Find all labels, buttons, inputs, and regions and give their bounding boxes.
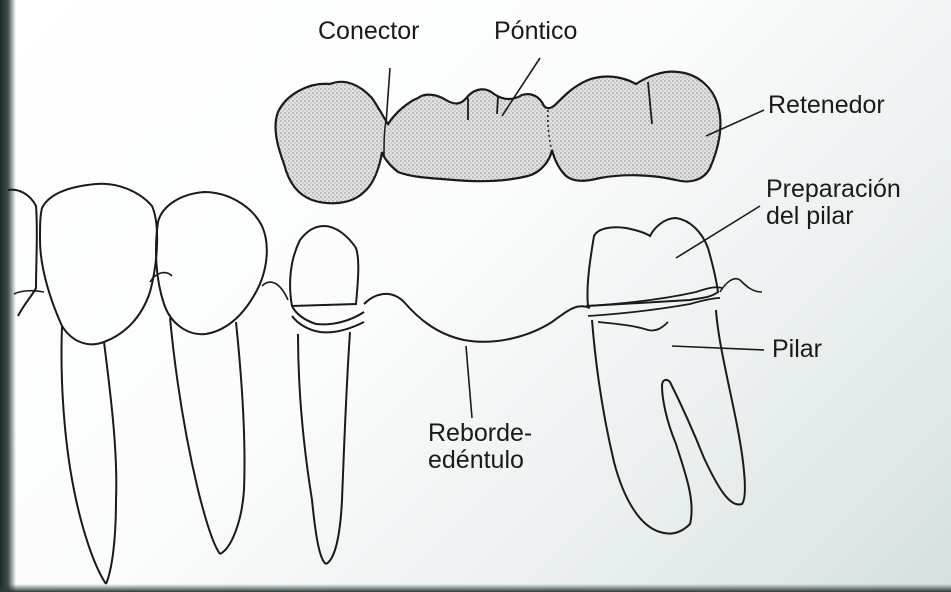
tooth-abutment bbox=[592, 310, 745, 534]
label-abutment-preparation: Preparación del pilar bbox=[766, 176, 901, 230]
tooth-premolar bbox=[156, 192, 267, 554]
gum-line-left bbox=[14, 291, 44, 294]
leader-abutment-prep bbox=[676, 206, 760, 258]
abutment-preparation bbox=[587, 218, 718, 306]
label-connector: Conector bbox=[318, 18, 419, 45]
edentulous-ridge bbox=[364, 294, 590, 342]
label-abutment-preparation-line1: Preparación bbox=[766, 176, 901, 203]
label-edentulous-ridge-line2: edéntulo bbox=[428, 447, 532, 474]
label-retainer: Retenedor bbox=[768, 92, 885, 119]
leader-ridge bbox=[466, 346, 472, 418]
label-abutment: Pilar bbox=[772, 336, 822, 363]
tooth-molar-1 bbox=[40, 184, 157, 584]
abutment-margin bbox=[586, 287, 722, 330]
label-abutment-preparation-line2: del pilar bbox=[766, 203, 901, 230]
leader-abutment bbox=[672, 346, 764, 350]
bridge-prosthesis bbox=[276, 72, 721, 204]
label-edentulous-ridge: Reborde- edéntulo bbox=[428, 420, 532, 474]
gum-line-right bbox=[720, 279, 762, 292]
label-pontic: Póntico bbox=[494, 18, 577, 45]
tooth-prepared-middle bbox=[290, 226, 364, 564]
pontic-groove-2 bbox=[497, 96, 498, 114]
leader-connector bbox=[386, 68, 390, 124]
gum-line-middle bbox=[262, 282, 288, 300]
tooth-left-partial bbox=[8, 190, 37, 316]
label-edentulous-ridge-line1: Reborde- bbox=[428, 420, 532, 447]
